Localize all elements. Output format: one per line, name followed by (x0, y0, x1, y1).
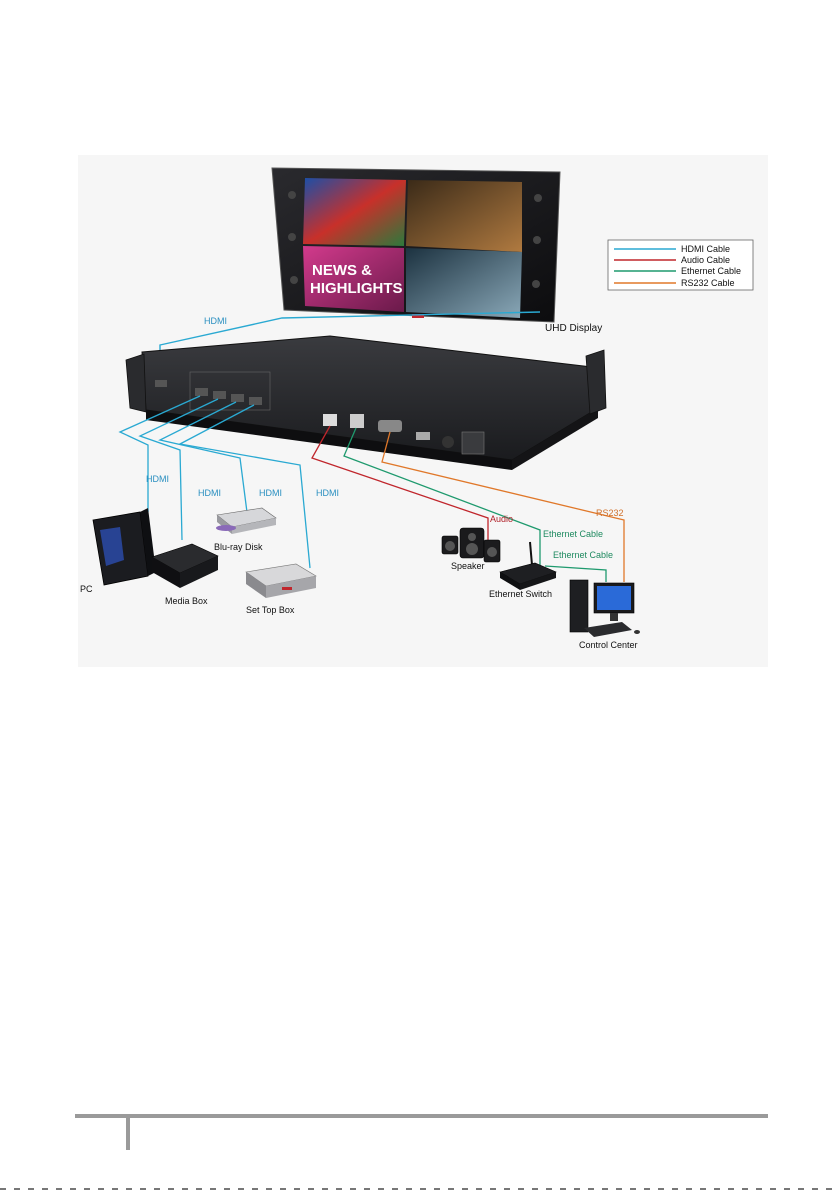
status-led-icon (282, 587, 292, 590)
hdmi-in-port-1-icon (195, 388, 208, 396)
speaker-dot-icon (290, 276, 298, 284)
rack-ear-right (586, 350, 606, 414)
hdmi-out-port-icon (155, 380, 167, 387)
footer-rule (75, 1114, 768, 1118)
speaker-dot-icon (532, 280, 540, 288)
audio-port-icon (323, 414, 337, 426)
hdmi-settop-cable-label: HDMI (316, 488, 339, 498)
rs232-port-icon (378, 420, 402, 432)
ethernet-cable-1-label: Ethernet Cable (543, 529, 603, 539)
uhd-display-label: UHD Display (545, 323, 602, 334)
hdmi-pc-cable-label: HDMI (146, 474, 169, 484)
screen-quadrant-1 (303, 178, 406, 246)
speaker-dot-icon (534, 194, 542, 202)
legend: HDMI Cable Audio Cable Ethernet Cable RS… (608, 240, 753, 290)
legend-label-hdmi: HDMI Cable (681, 244, 730, 254)
rs232-cable-label: RS232 (596, 508, 624, 518)
screen-quadrant-2 (406, 180, 522, 252)
power-switch-icon (462, 432, 484, 454)
computer-tower (570, 580, 588, 632)
pc-tower (93, 508, 156, 585)
screen-quadrant-4 (406, 248, 522, 318)
ethernet-port-icon (350, 414, 364, 428)
legend-label-rs232: RS232 Cable (681, 278, 735, 288)
set-top-box-label: Set Top Box (246, 605, 295, 615)
ethernet-switch-label: Ethernet Switch (489, 589, 552, 599)
screen-quadrant-3 (303, 246, 404, 312)
mouse-icon (634, 630, 640, 634)
bluray-label: Blu-ray Disk (214, 542, 263, 552)
usb-port-icon (416, 432, 430, 440)
control-center (570, 580, 640, 637)
speaker-dot-icon (533, 236, 541, 244)
hdmi-in-port-4-icon (249, 397, 262, 405)
pc-label: PC (80, 584, 93, 594)
legend-label-audio: Audio Cable (681, 255, 730, 265)
footer-tick (126, 1118, 130, 1150)
speaker-dot-icon (288, 233, 296, 241)
monitor-screen-icon (597, 586, 631, 610)
hdmi-media-cable-label: HDMI (198, 488, 221, 498)
hdmi-bluray-cable-label: HDMI (259, 488, 282, 498)
page-edge-dashes (0, 1188, 840, 1190)
legend-label-ethernet: Ethernet Cable (681, 266, 741, 276)
disc-icon (216, 525, 236, 531)
hdmi-in-port-3-icon (231, 394, 244, 402)
screen-news-text: NEWS & (312, 262, 372, 279)
media-box-label: Media Box (165, 596, 208, 606)
speaker-label: Speaker (451, 561, 485, 571)
speaker-dot-icon (288, 191, 296, 199)
uhd-display: NEWS & HIGHLIGHTS (272, 168, 560, 322)
hdmi-output-cable-label: HDMI (204, 316, 227, 326)
hdmi-in-port-2-icon (213, 391, 226, 399)
audio-cable-label: Audio (490, 514, 513, 524)
screen-highlights-text: HIGHLIGHTS (310, 280, 403, 297)
ethernet-cable-2-label: Ethernet Cable (553, 550, 613, 560)
control-center-label: Control Center (579, 640, 638, 650)
power-jack-icon (442, 436, 454, 448)
